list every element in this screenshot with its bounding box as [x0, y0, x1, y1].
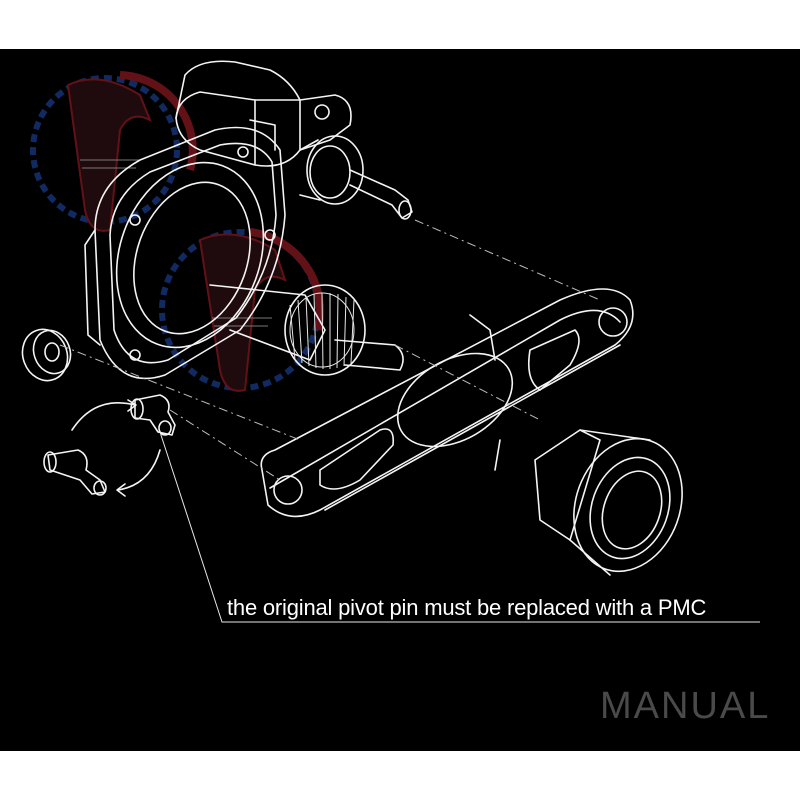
release-bearing	[534, 429, 683, 576]
swap-arrows	[71, 399, 161, 497]
replacement-pmc-pivot-pin	[43, 449, 107, 496]
callout-caption: the original pivot pin must be replaced …	[227, 595, 707, 620]
original-pivot-pin	[130, 394, 176, 436]
splined-shaft	[209, 284, 404, 376]
caption-leader-line	[159, 431, 760, 623]
push-rod	[299, 135, 413, 220]
assembly-axis-lines	[59, 219, 601, 481]
release-fork-lever	[260, 288, 634, 518]
actuator-motor	[175, 60, 352, 167]
bell-housing-flange	[84, 126, 286, 380]
brand-logo-watermark-center	[159, 228, 325, 392]
spacer-ring	[21, 328, 72, 382]
manual-watermark: MANUAL	[600, 685, 771, 727]
brand-logo-watermark-left	[30, 71, 197, 232]
